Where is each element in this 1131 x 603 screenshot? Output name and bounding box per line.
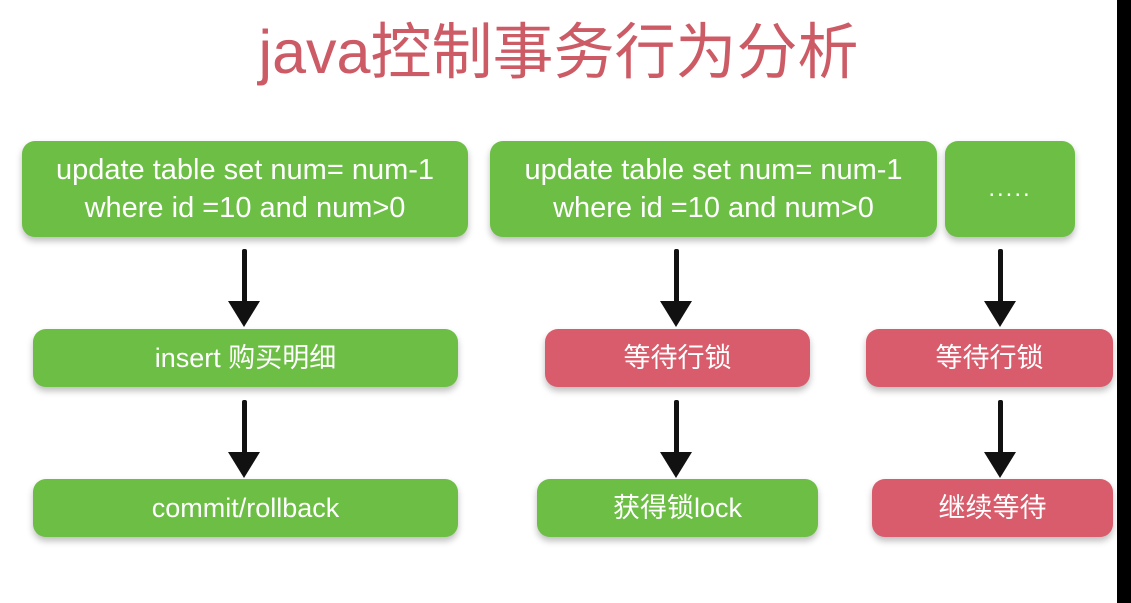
right-edge-bar [1117, 0, 1131, 603]
node-ellipsis-placeholder-col3[interactable]: ..... [945, 141, 1075, 237]
node-wait-row-lock-col3[interactable]: 等待行锁 [866, 329, 1113, 387]
node-line-2: where id =10 and num>0 [553, 192, 874, 224]
node-insert-detail-col1[interactable]: insert 购买明细 [33, 329, 458, 387]
node-line-1: 等待行锁 [623, 342, 732, 373]
node-line-2: where id =10 and num>0 [84, 192, 406, 224]
node-commit-rollback-col1[interactable]: commit/rollback [33, 479, 458, 537]
node-acquire-lock-col2[interactable]: 获得锁lock [537, 479, 818, 537]
node-line-1: update table set num= num-1 [55, 154, 435, 186]
node-line-1: update table set num= num-1 [524, 154, 903, 186]
arrow-col1-top-to-middle [228, 249, 260, 327]
node-sql-update-statement-col2[interactable]: update table set num= num-1 where id =10… [490, 141, 937, 237]
arrow-col3-top-to-middle [984, 249, 1016, 327]
node-sql-update-statement-col1[interactable]: update table set num= num-1 where id =10… [22, 141, 468, 237]
node-line-1: 获得锁lock [612, 492, 742, 523]
arrow-col2-top-to-middle [660, 249, 692, 327]
page-title: java控制事务行为分析 [258, 18, 859, 86]
arrow-col2-middle-to-bottom [660, 400, 692, 478]
node-line-1: ..... [988, 175, 1032, 202]
node-line-1: 继续等待 [938, 492, 1047, 523]
node-wait-row-lock-col2[interactable]: 等待行锁 [545, 329, 810, 387]
node-line-1: insert 购买明细 [154, 342, 337, 373]
arrow-col1-middle-to-bottom [228, 400, 260, 478]
node-line-1: 等待行锁 [935, 342, 1044, 373]
node-keep-waiting-col3[interactable]: 继续等待 [872, 479, 1113, 537]
node-line-1: commit/rollback [151, 492, 340, 523]
arrow-col3-middle-to-bottom [984, 400, 1016, 478]
